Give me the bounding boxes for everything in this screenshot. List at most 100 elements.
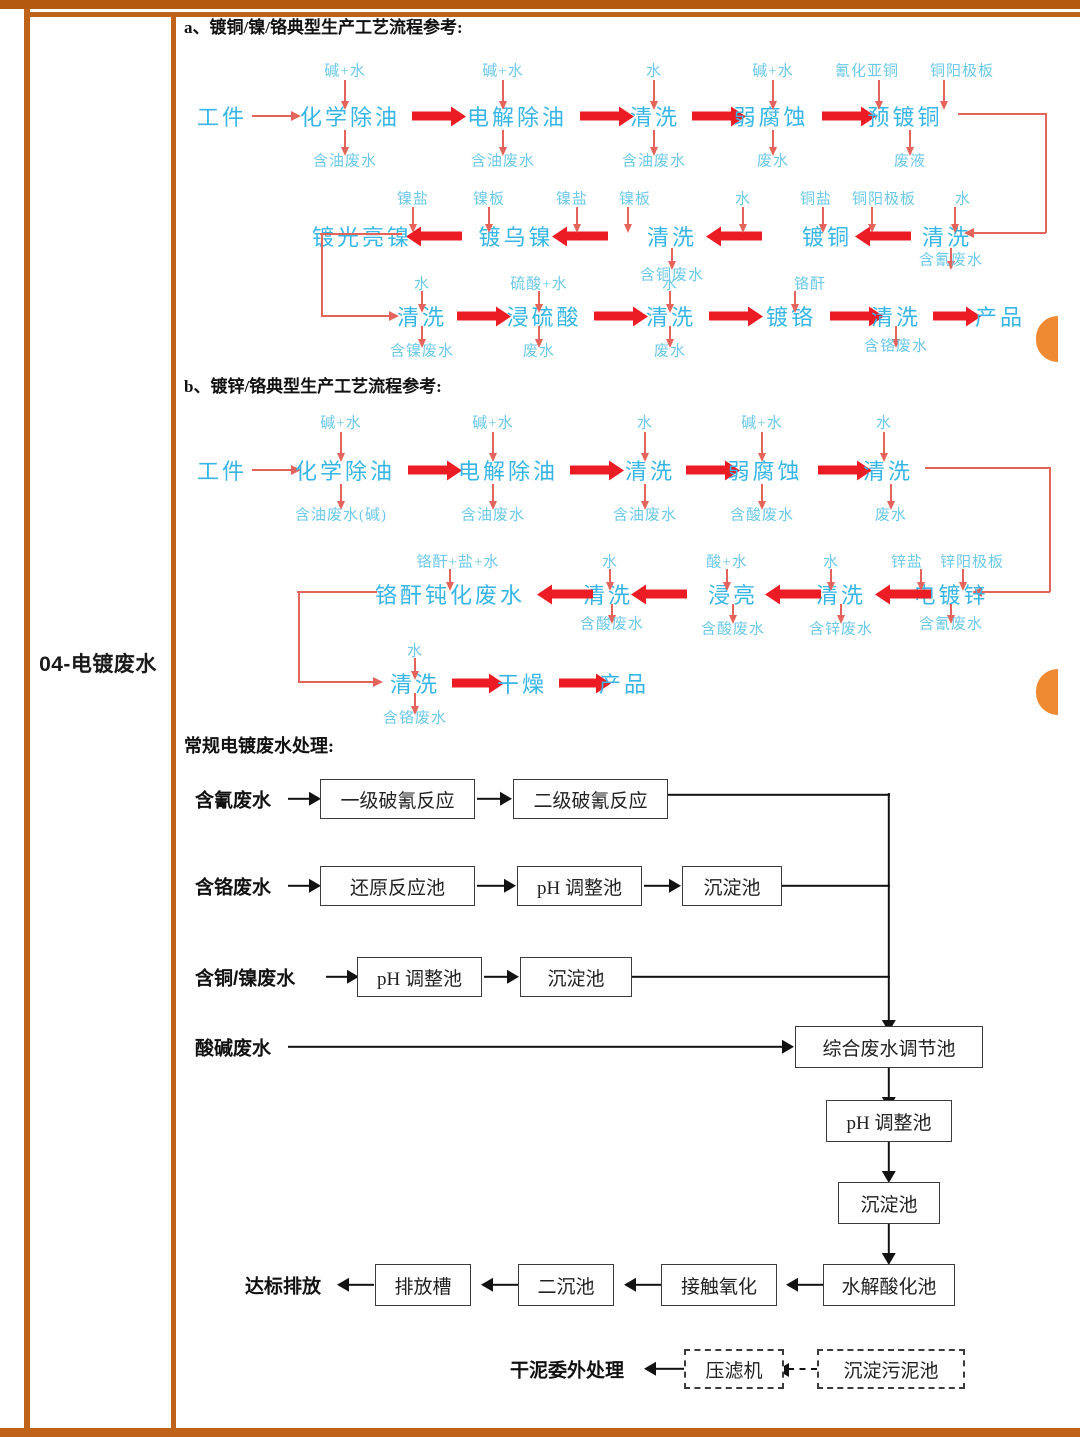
flow-b-r3-output-0: 含铬废水 <box>382 710 448 727</box>
treatment-inlet-0: 含氰废水 <box>195 790 272 812</box>
flow-b-r1-output-0: 含油废水(碱) <box>295 507 387 524</box>
treatment-sludge-label: 干泥委外处理 <box>510 1360 625 1382</box>
arrow-fat <box>580 111 620 121</box>
arrow-down <box>644 432 646 454</box>
arrow-fat <box>412 111 452 121</box>
treatment-box-main-0[interactable]: 综合废水调节池 <box>795 1026 983 1068</box>
arrow-down <box>761 484 763 502</box>
arrow-down <box>895 326 897 340</box>
flow-a-r2-output-1: 含氰废水 <box>918 252 984 269</box>
flow-a-r1-output-0: 含油废水 <box>312 153 378 170</box>
arrow-black <box>288 884 310 888</box>
flow-a-r1-input-5: 铜阳极板 <box>929 63 995 80</box>
arrow-down <box>962 569 964 583</box>
arrow-black <box>492 1283 518 1287</box>
flow-a-r3-output-2: 废水 <box>653 343 687 360</box>
flow-b-r2-output-3: 含氰废水 <box>918 616 984 633</box>
arrow-down <box>340 484 342 502</box>
flow-b-r1-input-3: 碱+水 <box>741 415 783 432</box>
flow-b-r2-input-0: 铬酐+盐+水 <box>416 554 500 571</box>
treatment-box-cn-1[interactable]: 一级破氰反应 <box>320 779 475 819</box>
arrow-down <box>742 207 744 225</box>
arrow-black <box>635 1283 661 1287</box>
treatment-box-cr-1[interactable]: 还原反应池 <box>320 866 475 906</box>
arrow-down <box>344 130 346 148</box>
arrow-down <box>732 604 734 616</box>
flow-a-r1-output-1: 含油废水 <box>470 153 536 170</box>
treatment-box-main-1[interactable]: pH 调整池 <box>826 1100 952 1142</box>
arrow-down <box>609 569 611 583</box>
flow-b-r2-input-5: 锌阳极板 <box>939 554 1005 571</box>
flow-a-r3-node-5: 产品 <box>974 305 1026 330</box>
flow-a-r3-output-3: 含铬废水 <box>863 338 929 355</box>
frame-top-border <box>0 0 1080 9</box>
flow-a-r2-input-6: 铜阳极板 <box>851 191 917 208</box>
flow-a-r1-input-4: 氰化亚铜 <box>834 63 900 80</box>
connector-line <box>958 113 1046 115</box>
connector-line <box>925 467 1050 469</box>
arrow-down <box>726 569 728 583</box>
arrow-down <box>414 693 416 707</box>
connector-line <box>1049 467 1051 592</box>
frame-bottom-border <box>0 1428 1080 1437</box>
connector-line <box>321 233 323 317</box>
flow-a-r1-input-0: 碱+水 <box>324 63 366 80</box>
arrow-down <box>576 207 578 225</box>
arrow-down <box>772 80 774 102</box>
treatment-box-eff-1[interactable]: 二沉池 <box>518 1264 614 1306</box>
treatment-heading: 常规电镀废水处理: <box>184 736 334 756</box>
treatment-box-eff-2[interactable]: 排放槽 <box>375 1264 471 1306</box>
flow-a-r2-input-5: 铜盐 <box>799 191 833 208</box>
arrow-down <box>943 80 945 102</box>
flow-b-r1-node-4: 弱腐蚀 <box>727 459 803 484</box>
arrow-down <box>950 604 952 616</box>
treatment-box-sludge-1[interactable]: 压滤机 <box>684 1349 784 1389</box>
flow-a-r1-input-3: 碱+水 <box>752 63 794 80</box>
treatment-box-eff-0[interactable]: 接触氧化 <box>661 1264 777 1306</box>
flow-a-r2-input-1: 镍板 <box>472 191 506 208</box>
flow-a-r3-output-1: 废水 <box>522 343 556 360</box>
decorative-semicircle-1 <box>1036 316 1058 362</box>
arrow-down <box>538 291 540 305</box>
arrow-black <box>887 1068 891 1098</box>
flow-b-r3-input-0: 水 <box>406 643 424 660</box>
flow-a-r3-output-0: 含镍废水 <box>389 343 455 360</box>
arrow-down <box>627 207 629 225</box>
treatment-box-cr-3[interactable]: 沉淀池 <box>682 866 782 906</box>
arrow-fat <box>566 231 608 241</box>
arrow-black <box>484 975 508 979</box>
arrow-fat <box>779 589 821 599</box>
treatment-box-cn-2[interactable]: 二级破氰反应 <box>513 779 668 819</box>
arrow-down <box>920 569 922 583</box>
section-a-heading: a、镀铜/镍/铬典型生产工艺流程参考: <box>184 18 463 37</box>
treatment-box-main-2[interactable]: 沉淀池 <box>838 1182 940 1224</box>
arrow-down <box>772 130 774 148</box>
flow-b-r1-node-2: 电解除油 <box>457 459 559 484</box>
flow-b-r2-output-1: 含酸废水 <box>579 616 645 633</box>
arrow-black <box>655 1367 684 1371</box>
arrow-black <box>797 1283 823 1287</box>
flow-b-r3-node-2: 产品 <box>598 672 650 697</box>
treatment-box-cu-1[interactable]: pH 调整池 <box>357 957 482 997</box>
arrow-down <box>954 207 956 225</box>
flow-b-r1-input-1: 碱+水 <box>472 415 514 432</box>
connector-line <box>320 233 402 235</box>
treatment-box-main-3[interactable]: 水解酸化池 <box>823 1264 955 1306</box>
frame-inner-top-border <box>24 12 1080 17</box>
arrow-down <box>414 658 416 672</box>
flow-b-r1-output-1: 含油废水 <box>460 507 526 524</box>
arrow-down <box>830 569 832 583</box>
flow-a-r2-input-3: 镍板 <box>618 191 652 208</box>
flow-a-r2-input-2: 镍盐 <box>555 191 589 208</box>
flow-b-r1-node-0: 工件 <box>196 459 248 484</box>
flow-b-r1-node-5: 清洗 <box>862 459 914 484</box>
arrow-fat <box>570 465 610 475</box>
treatment-box-sludge-0[interactable]: 沉淀污泥池 <box>817 1349 965 1389</box>
treatment-box-cu-2[interactable]: 沉淀池 <box>520 957 632 997</box>
treatment-box-cr-2[interactable]: pH 调整池 <box>517 866 642 906</box>
arrow-thin <box>252 469 292 471</box>
arrow-fat <box>889 589 931 599</box>
arrow-down <box>671 248 673 262</box>
flow-a-r1-output-2: 含油废水 <box>621 153 687 170</box>
